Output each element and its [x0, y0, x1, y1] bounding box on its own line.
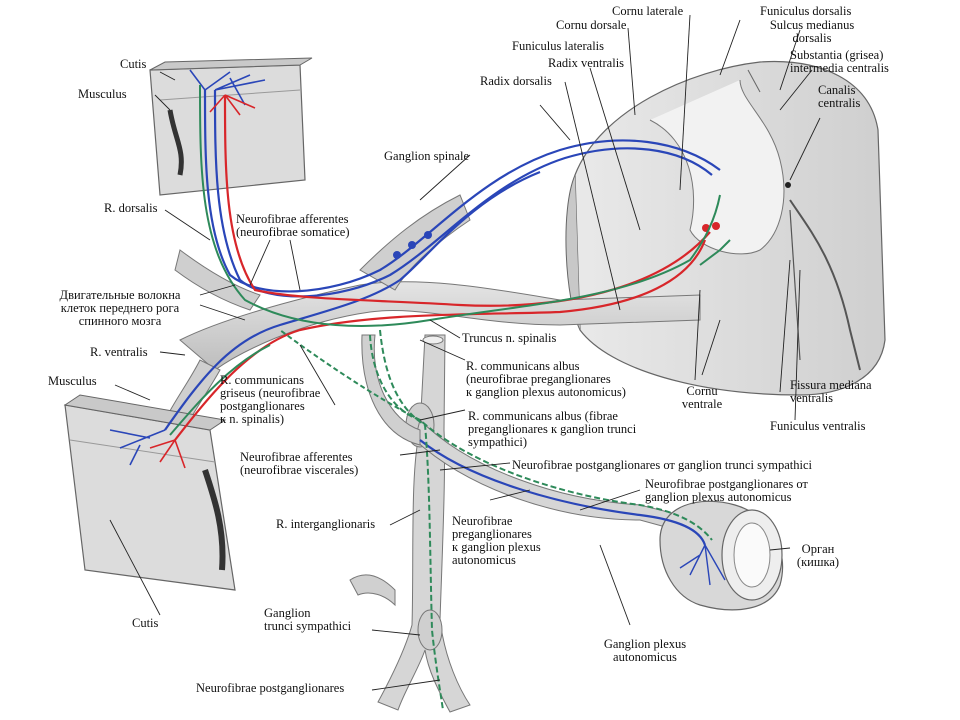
autonomic-fibres: [169, 84, 731, 711]
leader-lines: [109, 14, 821, 691]
tissue-block-bottom: [63, 394, 236, 591]
label-postgang-plexus: Neurofibrae postganglionares от ganglion…: [645, 477, 808, 504]
label-motor-fibres: Двигательные волокна клеток переднего ро…: [59, 288, 181, 328]
label-funiculus-dorsalis: Funiculus dorsalis: [760, 4, 852, 18]
label-fissura: Fissura mediana ventralis: [790, 378, 872, 405]
label-cutis-bottom: Cutis: [132, 616, 159, 630]
label-truncus: Truncus n. spinalis: [462, 331, 557, 345]
tissue-block-top: [149, 57, 313, 196]
label-musculus-bottom: Musculus: [48, 374, 97, 388]
label-r-communicans-griseus: R. communicans griseus (neurofibrae post…: [220, 373, 321, 426]
label-sulcus-medianus: Sulcus medianus dorsalis: [769, 18, 855, 45]
label-cutis-top: Cutis: [120, 57, 147, 71]
label-funiculus-lateralis: Funiculus lateralis: [512, 39, 604, 53]
label-r-dorsalis: R. dorsalis: [104, 201, 158, 215]
label-r-communicans-albus-1: R. communicans albus (neurofibrae pregan…: [466, 359, 626, 399]
label-r-interganglionaris: R. interganglionaris: [276, 517, 376, 531]
label-radix-dorsalis: Radix dorsalis: [480, 74, 552, 88]
label-neurofibrae-afferentes-somatice: Neurofibrae afferentes (neurofibrae soma…: [236, 212, 350, 239]
label-neurofibrae-postganglionares: Neurofibrae postganglionares: [196, 681, 345, 695]
label-r-communicans-albus-2: R. communicans albus (fibrae preganglion…: [468, 409, 637, 449]
label-radix-ventralis: Radix ventralis: [548, 56, 625, 70]
label-organ: Орган (кишка): [796, 542, 840, 569]
label-ganglion-trunci: Ganglion trunci sympathici: [264, 606, 352, 633]
label-ganglion-spinale: Ganglion spinale: [384, 149, 470, 163]
label-ganglion-plexus: Ganglion plexus autonomicus: [603, 637, 687, 664]
label-cornu-dorsale: Cornu dorsale: [556, 18, 627, 32]
label-funiculus-ventralis: Funiculus ventralis: [770, 419, 866, 433]
label-postgang-trunci: Neurofibrae postganglionares от ganglion…: [512, 458, 813, 472]
label-substantia: Substantia (grisea) intermedia centralis: [790, 48, 889, 75]
label-preganglionares-plexus: Neurofibrae preganglionares к ganglion p…: [452, 514, 541, 567]
afferent-fibres: [109, 69, 726, 586]
label-musculus-top: Musculus: [78, 87, 127, 101]
label-neurofibrae-afferentes-viscerales: Neurofibrae afferentes (neurofibrae visc…: [240, 450, 359, 477]
organ: [659, 500, 784, 611]
label-r-ventralis: R. ventralis: [90, 345, 148, 359]
label-cornu-laterale: Cornu laterale: [612, 4, 684, 18]
label-cornu-ventrale: Cornu ventrale: [681, 384, 723, 411]
label-canalis-centralis: Canalis centralis: [818, 83, 861, 110]
spinal-cord: [565, 60, 886, 396]
